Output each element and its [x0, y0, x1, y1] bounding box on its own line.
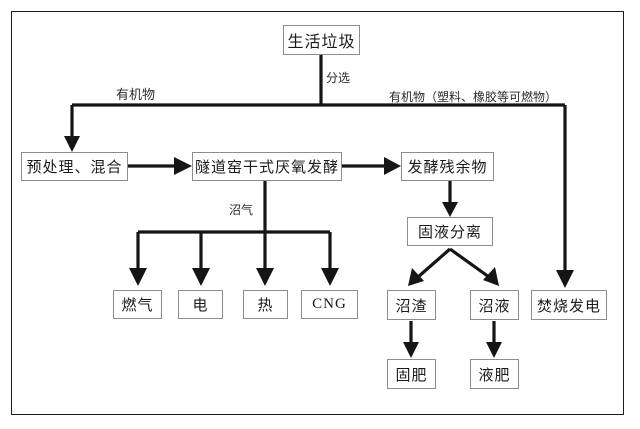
edge-label-organic-left: 有机物	[116, 84, 155, 103]
arrowhead-power	[192, 268, 210, 286]
node-solid-fertilizer[interactable]: 固肥	[387, 359, 436, 389]
edge-label-sorting-text: 分选	[326, 71, 351, 85]
edge-label-biogas: 沼气	[229, 201, 253, 218]
diagram-frame	[11, 11, 624, 415]
node-biogas-slurry[interactable]: 沼液	[470, 290, 519, 320]
node-msw[interactable]: 生活垃圾	[283, 25, 360, 55]
node-biogas-residue-label: 沼渣	[395, 298, 428, 315]
node-gas[interactable]: 燃气	[113, 290, 162, 319]
node-power-label: 电	[192, 298, 209, 314]
edge-label-organic-left-text: 有机物	[116, 87, 156, 102]
arrowhead-separation	[442, 202, 458, 217]
node-power[interactable]: 电	[178, 290, 223, 319]
node-liquid-fertilizer[interactable]: 液肥	[470, 359, 519, 389]
node-tunnel-label: 隧道窑干式厌氧发酵	[194, 160, 339, 176]
wire-separation-to-slurry	[449, 247, 490, 279]
node-residue-label: 发酵残余物	[407, 160, 488, 176]
node-incineration[interactable]: 焚烧发电	[531, 290, 607, 320]
arrowhead-tunnel	[174, 157, 192, 175]
edge-label-biogas-text: 沼气	[229, 203, 254, 217]
node-solid-fertilizer-label: 固肥	[395, 367, 428, 384]
node-liquid-fertilizer-label: 液肥	[478, 367, 511, 384]
node-gas-label: 燃气	[121, 298, 154, 314]
node-separation[interactable]: 固液分离	[407, 217, 493, 246]
node-biogas-residue[interactable]: 沼渣	[387, 290, 436, 320]
node-separation-label: 固液分离	[417, 225, 482, 241]
node-pretreat[interactable]: 预处理、混合	[21, 152, 128, 181]
node-residue[interactable]: 发酵残余物	[401, 152, 494, 181]
arrowhead-gas	[129, 268, 147, 286]
node-cng-label: CNG	[312, 296, 347, 312]
arrowhead-solid-fertilizer	[403, 342, 419, 358]
wire-separation-to-residue-solid	[416, 247, 452, 279]
node-tunnel[interactable]: 隧道窑干式厌氧发酵	[192, 152, 342, 181]
arrowhead-liquid-fertilizer	[486, 342, 502, 358]
node-biogas-slurry-label: 沼液	[478, 298, 511, 315]
node-heat[interactable]: 热	[243, 290, 288, 319]
arrowhead-biogas-residue	[408, 268, 424, 286]
node-pretreat-label: 预处理、混合	[26, 160, 123, 176]
arrowhead-residue	[384, 157, 401, 175]
arrowhead-heat	[256, 268, 274, 286]
node-incineration-label: 焚烧发电	[536, 298, 601, 315]
node-cng[interactable]: CNG	[301, 290, 358, 319]
edge-label-organic-right-text: 有机物（塑料、橡胶等可燃物）	[389, 90, 558, 104]
edge-label-organic-right: 有机物（塑料、橡胶等可燃物）	[389, 88, 557, 105]
arrowhead-incineration	[556, 270, 574, 288]
node-msw-label: 生活垃圾	[287, 34, 356, 51]
node-heat-label: 热	[257, 298, 274, 314]
edge-label-sorting: 分选	[326, 69, 350, 86]
arrowhead-pretreat	[64, 136, 80, 152]
arrowhead-biogas-slurry	[483, 267, 499, 286]
arrowhead-cng	[321, 268, 339, 286]
